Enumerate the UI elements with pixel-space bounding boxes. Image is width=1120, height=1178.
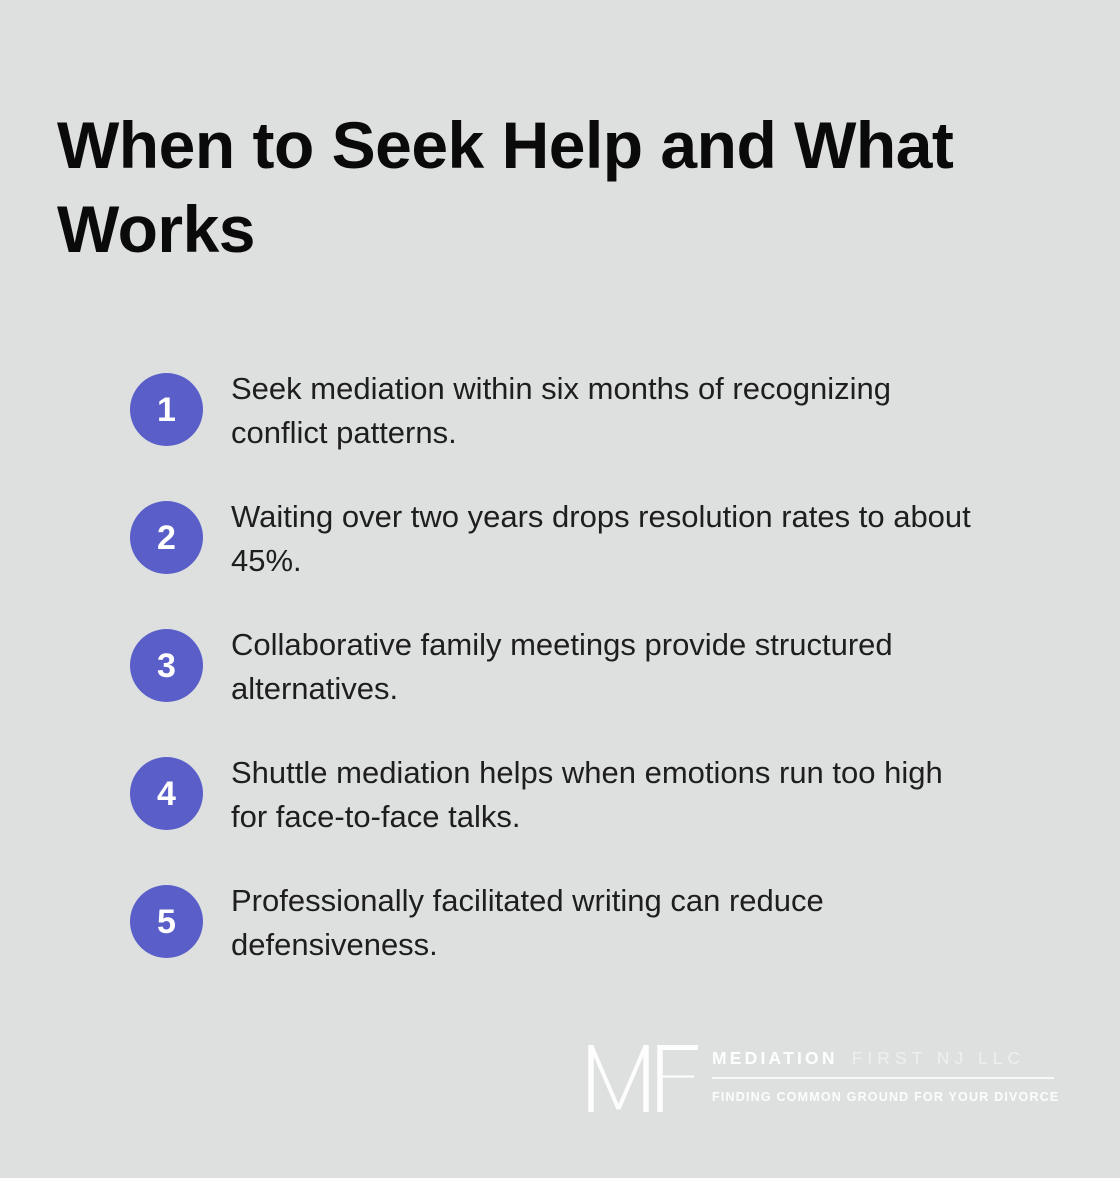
mf-monogram-icon — [588, 1045, 698, 1112]
item-number: 5 — [157, 902, 176, 941]
item-number-badge: 3 — [130, 629, 203, 702]
brand-name-primary: MEDIATION — [712, 1048, 838, 1068]
item-number-badge: 4 — [130, 757, 203, 830]
page-title: When to Seek Help and What Works — [57, 108, 954, 266]
item-number: 2 — [157, 518, 176, 557]
brand-name-secondary: FIRST NJ LLC — [851, 1048, 1026, 1068]
item-text: Shuttle mediation helps when emotions ru… — [231, 755, 943, 834]
item-number: 3 — [157, 646, 176, 685]
logo-divider — [712, 1077, 1054, 1079]
item-text: Collaborative family meetings provide st… — [231, 627, 893, 706]
logo-text-block: MEDIATION FIRST NJ LLC FINDING COMMON GR… — [712, 1048, 1060, 1104]
item-text: Professionally facilitated writing can r… — [231, 883, 824, 962]
item-number: 4 — [157, 774, 176, 813]
item-text: Seek mediation within six months of reco… — [231, 371, 891, 450]
brand-tagline: FINDING COMMON GROUND FOR YOUR DIVORCE — [712, 1089, 1060, 1104]
item-number: 1 — [157, 390, 176, 429]
item-text: Waiting over two years drops resolution … — [231, 499, 971, 578]
item-number-badge: 5 — [130, 885, 203, 958]
item-number-badge: 1 — [130, 373, 203, 446]
brand-name-row: MEDIATION FIRST NJ LLC — [712, 1048, 1057, 1068]
item-number-badge: 2 — [130, 501, 203, 574]
